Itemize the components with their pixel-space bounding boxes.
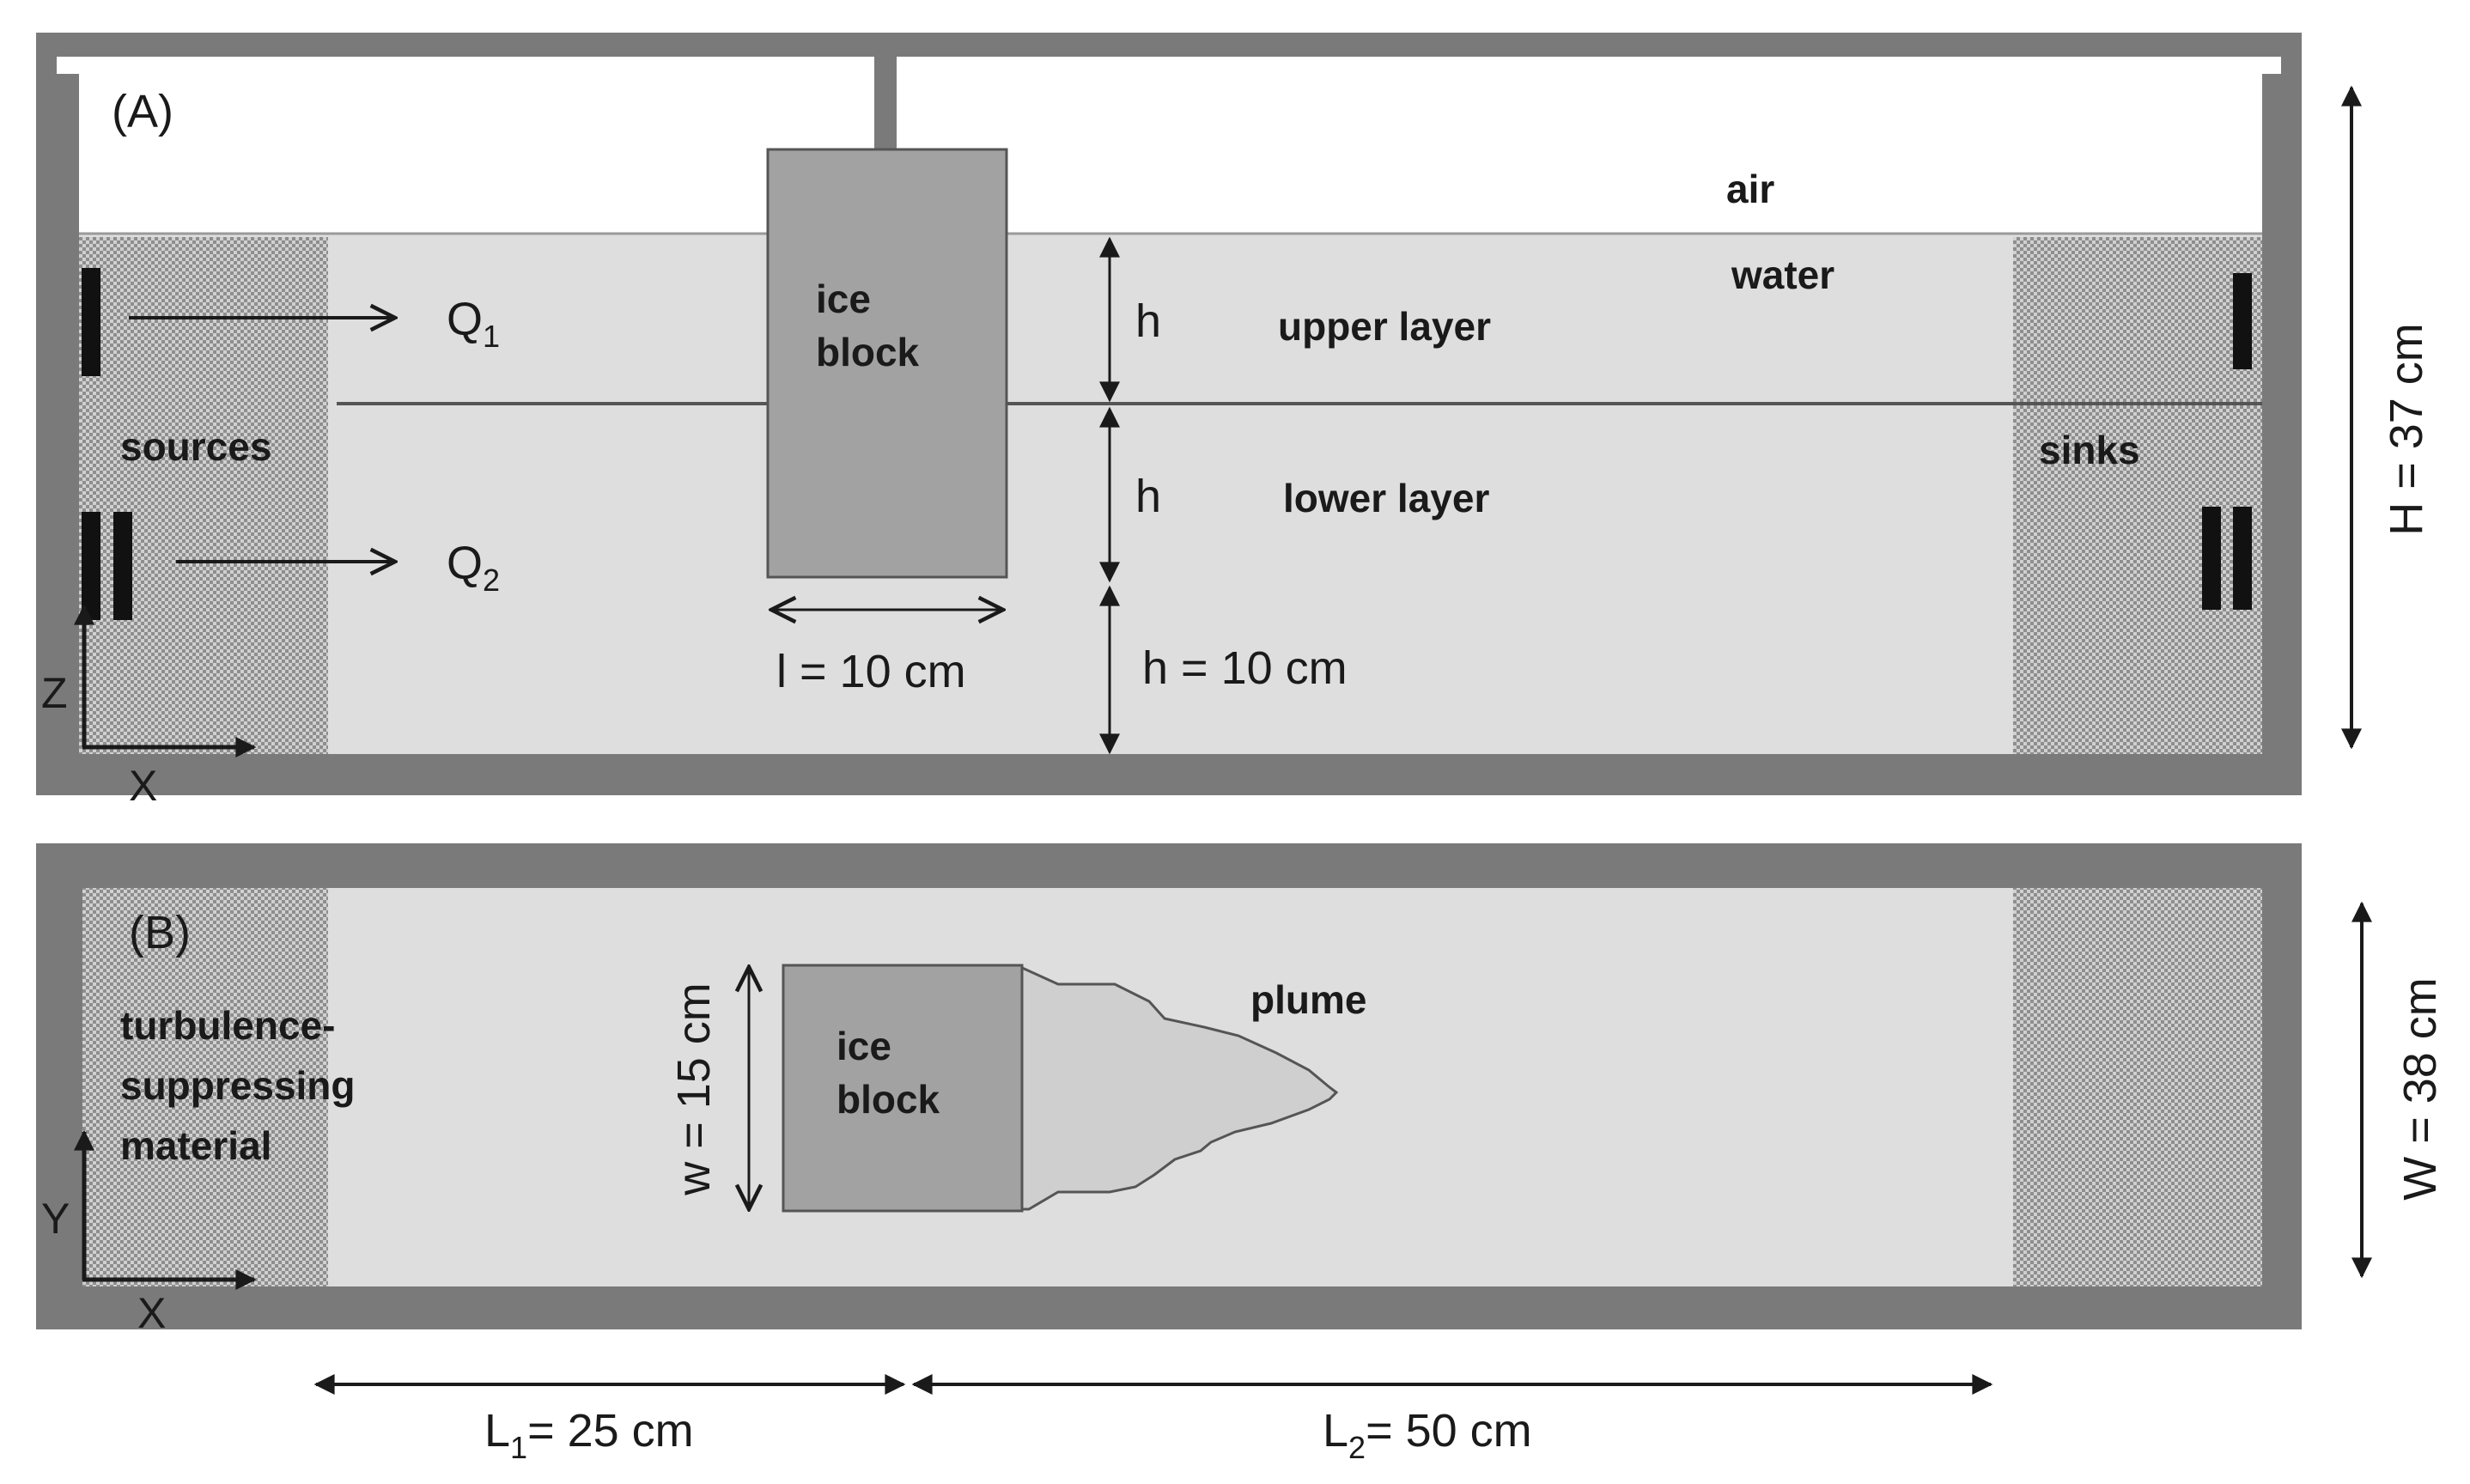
- turbulence-label-line3: material: [120, 1123, 271, 1168]
- ice-block-side: [766, 148, 1008, 579]
- w-dimension-label: w = 15 cm: [668, 982, 720, 1196]
- water-label: water: [1731, 252, 1834, 297]
- air-label: air: [1726, 167, 1774, 211]
- sources-label: sources: [120, 424, 271, 469]
- sinks-material: [2013, 237, 2262, 754]
- lower-sink-outlet-2: [2233, 507, 2252, 610]
- lower-source-inlet-1: [82, 512, 100, 620]
- ice-block-top: [782, 964, 1024, 1213]
- sources-material: [79, 237, 328, 754]
- lower-source-inlet-2: [113, 512, 132, 620]
- length-dimensions: L1= 25 cm L2= 50 cm: [313, 1374, 1993, 1465]
- q1-label: Q1: [447, 294, 500, 354]
- panel-a-x-label: X: [129, 762, 157, 810]
- upper-source-inlet: [82, 268, 100, 376]
- plume-shape: [1019, 964, 1339, 1211]
- lower-layer-label: lower layer: [1283, 476, 1489, 520]
- L1-dimension-label: L1= 25 cm: [484, 1405, 694, 1465]
- upper-h-label: h: [1135, 295, 1161, 347]
- panel-a-side-view: (A) air water ice block Q1 Q2 h upper la…: [36, 33, 2432, 810]
- upper-sink-outlet: [2233, 273, 2252, 369]
- h-dimension-label: h = 10 cm: [1142, 642, 1348, 694]
- turbulence-material-right: [2013, 888, 2262, 1286]
- lower-sink-outlet-1: [2202, 507, 2221, 610]
- l-dimension-label: l = 10 cm: [776, 646, 966, 697]
- L2-dimension-label: L2= 50 cm: [1323, 1405, 1532, 1465]
- panel-a-label: (A): [112, 86, 173, 137]
- sinks-label: sinks: [2039, 428, 2140, 472]
- turbulence-material-left: [82, 888, 328, 1286]
- W-dimension-label: W = 38 cm: [2394, 977, 2446, 1201]
- H-dimension-label: H = 37 cm: [2381, 323, 2432, 536]
- ice-block-top-label-line1: ice: [837, 1024, 891, 1068]
- ice-block-top-label-line2: block: [837, 1077, 940, 1122]
- turbulence-label-line1: turbulence-: [120, 1003, 335, 1048]
- panel-b-x-label: X: [137, 1289, 166, 1337]
- ice-block-rod: [874, 53, 897, 153]
- panel-a-water: [79, 234, 2262, 754]
- ice-block-label-line2: block: [816, 330, 920, 374]
- panel-a-lid-beam: [57, 52, 2281, 57]
- panel-a-air-space: [79, 74, 2262, 234]
- panel-b-label: (B): [129, 907, 191, 958]
- plume-label: plume: [1250, 977, 1366, 1022]
- panel-b-top-view: (B) turbulence- suppressing material ice…: [36, 843, 2446, 1337]
- ice-block-label-line1: ice: [816, 277, 871, 321]
- upper-layer-label: upper layer: [1278, 304, 1491, 349]
- q2-label: Q2: [447, 538, 500, 598]
- panel-a-z-label: Z: [41, 669, 68, 717]
- panel-b-y-label: Y: [41, 1195, 70, 1243]
- lower-h-label: h: [1135, 471, 1161, 522]
- turbulence-label-line2: suppressing: [120, 1063, 356, 1108]
